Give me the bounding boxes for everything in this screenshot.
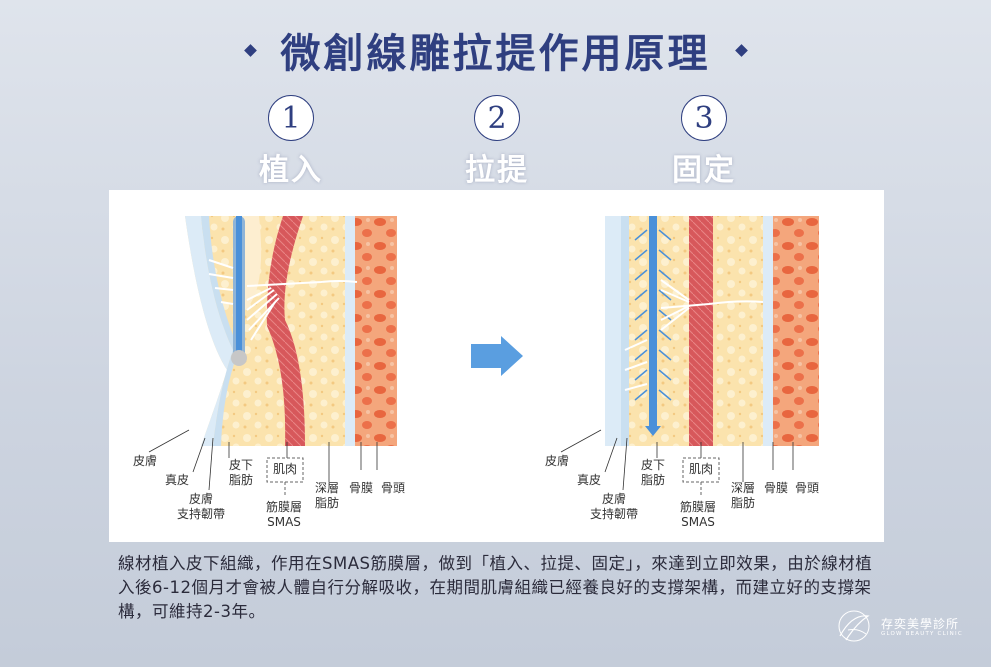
label-subcutaneous-fat: 皮下脂肪 (229, 458, 254, 487)
label-skin: 皮膚 (545, 454, 570, 468)
step-2-label: 拉提 (465, 153, 529, 188)
step-1: 1 植入 (226, 95, 356, 189)
logo-subtitle: GLOW BEAUTY CLINIC (881, 631, 963, 637)
step-1-label: 植入 (259, 153, 323, 188)
logo-name: 存奕美學診所 (881, 617, 960, 631)
label-ligament: 皮膚支持韌帶 (177, 492, 226, 521)
right-tissue (560, 216, 819, 496)
description-text: 線材植入皮下組織，作用在SMAS筋膜層，做到「植入、拉提、固定」，來達到立即效果… (118, 554, 873, 621)
label-muscle: 肌肉 (273, 462, 298, 476)
step-1-number: 1 (268, 95, 314, 141)
label-periosteum: 骨膜 (349, 481, 374, 495)
title-diamond-icon (734, 43, 748, 57)
left-tissue (148, 216, 397, 496)
step-2: 2 拉提 (432, 95, 562, 189)
step-3-number: 3 (681, 95, 727, 141)
page-title: 微創線雕拉提作用原理 (280, 31, 711, 77)
label-dermis: 真皮 (577, 473, 602, 487)
label-dermis: 真皮 (165, 473, 190, 487)
label-skin: 皮膚 (133, 454, 158, 468)
clinic-logo: 存奕美學診所 GLOW BEAUTY CLINIC (832, 606, 982, 646)
step-3: 3 固定 (639, 95, 769, 189)
label-periosteum: 骨膜 (764, 481, 789, 495)
arrow-right-icon (471, 336, 523, 376)
label-deep-fat: 深層脂肪 (731, 481, 756, 510)
title-diamond-icon (243, 43, 257, 57)
tissue-diagram (148, 216, 819, 496)
label-deep-fat: 深層脂肪 (315, 481, 340, 510)
title-row: 微創線雕拉提作用原理 (0, 20, 991, 80)
label-muscle: 肌肉 (689, 462, 714, 476)
label-subcutaneous-fat: 皮下脂肪 (641, 458, 666, 487)
logo-mark-icon (838, 610, 870, 642)
label-bone: 骨頭 (381, 481, 406, 495)
step-2-number: 2 (474, 95, 520, 141)
label-bone: 骨頭 (795, 481, 820, 495)
step-3-label: 固定 (672, 153, 736, 188)
label-ligament: 皮膚支持韌帶 (590, 492, 639, 521)
